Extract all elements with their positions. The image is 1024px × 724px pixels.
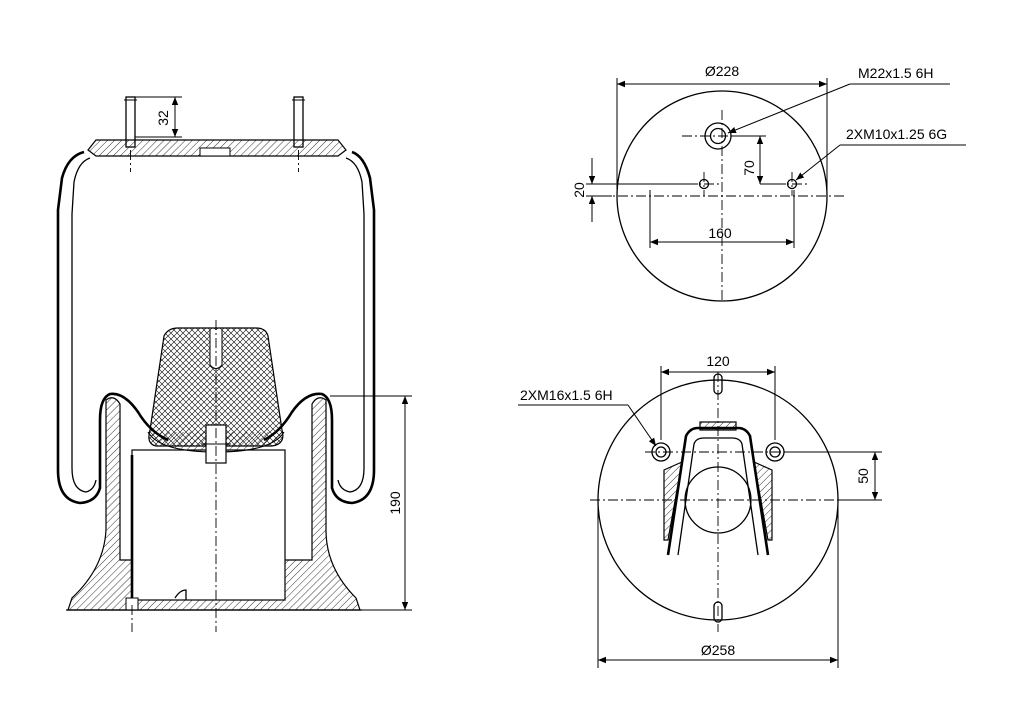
mounting-slots (713, 373, 723, 623)
bottom-thread-label: 2XM16x1.5 6H (520, 387, 613, 403)
stud-height-dimension: 32 (135, 96, 182, 138)
top-diameter-dimension: Ø228 (616, 63, 828, 196)
vertical-offset-label: 70 (741, 160, 757, 176)
bottom-spacing-dimension: 120 (660, 353, 776, 440)
lower-bracket (663, 421, 773, 556)
bottom-diameter-dimension: Ø258 (597, 500, 839, 668)
small-offset-dimension: 20 (571, 158, 698, 222)
bottom-offset-label: 50 (855, 468, 871, 484)
height-label: 190 (387, 491, 403, 515)
bottom-view: 120 2XM16x1.5 6H 50 Ø258 (518, 353, 882, 668)
vertical-offset-dimension: 70 (732, 135, 786, 185)
stud-height-label: 32 (155, 110, 171, 126)
top-view: Ø228 M22x1.5 6H 2XM10x1.25 6G 70 2 (571, 63, 966, 303)
center-thread-label: M22x1.5 6H (858, 65, 933, 81)
top-spacing-label: 160 (708, 225, 732, 241)
side-view: 32 (56, 96, 412, 632)
small-offset-label: 20 (571, 182, 587, 198)
bottom-spacing-label: 120 (706, 353, 730, 369)
bottom-offset-dimension: 50 (784, 451, 882, 501)
center-stud (704, 122, 732, 150)
rubber-bellow (56, 150, 376, 505)
bottom-thread-callout: 2XM16x1.5 6H (518, 387, 657, 447)
height-dimension: 190 (330, 395, 412, 611)
top-spacing-dimension: 160 (649, 190, 795, 248)
side-thread-label: 2XM10x1.25 6G (846, 126, 947, 142)
top-plate (87, 139, 347, 157)
piston-housing (66, 397, 362, 611)
center-thread-callout: M22x1.5 6H (727, 65, 950, 134)
side-thread-callout: 2XM10x1.25 6G (795, 126, 966, 181)
center-bore (684, 466, 752, 534)
top-diameter-label: Ø228 (705, 63, 739, 79)
bottom-diameter-label: Ø258 (701, 642, 735, 658)
top-studs (124, 96, 305, 172)
